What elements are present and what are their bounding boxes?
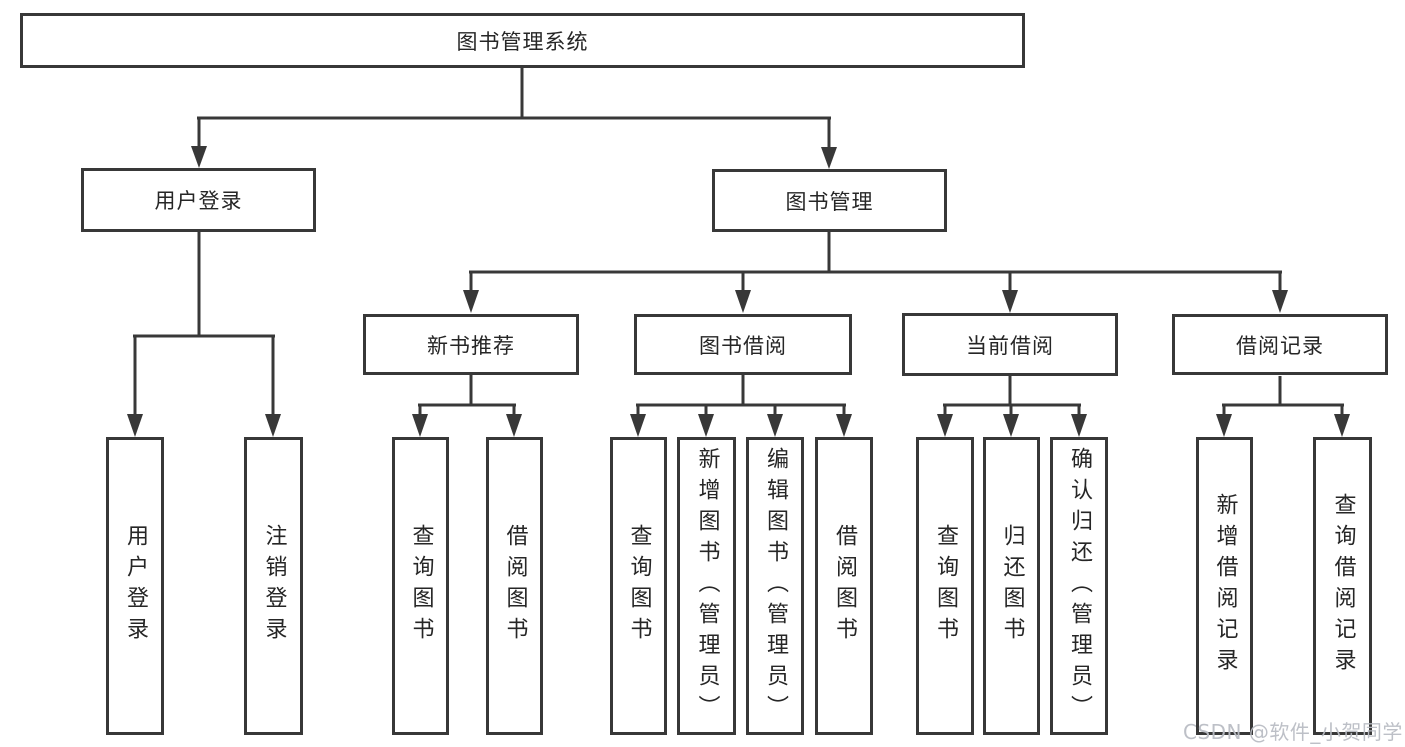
leaf-newbook-query-books-label: 查询图书 xyxy=(408,524,434,648)
leaf-logout-label: 注销登录 xyxy=(261,524,287,648)
node-current-borrow-label: 当前借阅 xyxy=(966,333,1054,358)
node-book-borrow-label: 图书借阅 xyxy=(699,333,787,358)
leaf-edit-books-admin: 编辑图书（管理员） xyxy=(746,437,804,735)
leaf-add-books-admin-label: 新增图书（管理员） xyxy=(694,446,720,726)
leaf-add-books-admin: 新增图书（管理员） xyxy=(677,437,736,735)
leaf-confirm-return-admin: 确认归还（管理员） xyxy=(1050,437,1108,735)
node-new-book-recommend: 新书推荐 xyxy=(363,314,579,375)
edge-book-borrow-children xyxy=(630,375,852,437)
node-new-book-recommend-label: 新书推荐 xyxy=(427,333,515,358)
node-root-library-system: 图书管理系统 xyxy=(20,13,1025,68)
leaf-user-login: 用户登录 xyxy=(106,437,164,735)
leaf-query-borrow-record-label: 查询借阅记录 xyxy=(1330,493,1356,679)
edge-current-borrow-children xyxy=(937,376,1087,437)
edge-book-management-children xyxy=(463,232,1288,313)
node-borrow-records: 借阅记录 xyxy=(1172,314,1388,375)
edge-new-book-children xyxy=(412,375,522,437)
node-book-borrow: 图书借阅 xyxy=(634,314,852,375)
node-borrow-records-label: 借阅记录 xyxy=(1236,333,1324,358)
leaf-edit-books-admin-label: 编辑图书（管理员） xyxy=(763,446,788,726)
node-user-login-label: 用户登录 xyxy=(154,189,243,213)
leaf-newbook-query-books: 查询图书 xyxy=(392,437,449,735)
leaf-confirm-return-admin-label: 确认归还（管理员） xyxy=(1067,446,1092,726)
leaf-add-borrow-record: 新增借阅记录 xyxy=(1196,437,1253,735)
node-book-management-label: 图书管理 xyxy=(785,189,874,214)
leaf-return-books: 归还图书 xyxy=(983,437,1040,735)
node-user-login: 用户登录 xyxy=(81,168,316,232)
leaf-user-login-label: 用户登录 xyxy=(123,524,148,648)
node-root-label: 图书管理系统 xyxy=(456,29,589,54)
leaf-current-query-books-label: 查询图书 xyxy=(933,524,958,648)
edge-borrow-records-children xyxy=(1216,376,1350,437)
leaf-borrow-books: 借阅图书 xyxy=(815,437,873,735)
leaf-add-borrow-record-label: 新增借阅记录 xyxy=(1212,493,1238,679)
leaf-query-borrow-record: 查询借阅记录 xyxy=(1313,437,1372,735)
watermark: CSDN @软件_小贺同学 xyxy=(1183,720,1403,744)
node-current-borrow: 当前借阅 xyxy=(902,313,1118,376)
leaf-logout: 注销登录 xyxy=(244,437,303,735)
edge-user-login-children xyxy=(127,232,281,437)
leaf-borrow-query-books-label: 查询图书 xyxy=(626,524,652,648)
leaf-borrow-query-books: 查询图书 xyxy=(610,437,667,735)
node-book-management: 图书管理 xyxy=(712,169,947,232)
leaf-borrow-books-label: 借阅图书 xyxy=(832,524,857,648)
leaf-current-query-books: 查询图书 xyxy=(916,437,974,735)
leaf-return-books-label: 归还图书 xyxy=(999,524,1025,648)
edge-root-to-level2 xyxy=(191,68,837,169)
leaf-newbook-borrow-books: 借阅图书 xyxy=(486,437,543,735)
leaf-newbook-borrow-books-label: 借阅图书 xyxy=(502,524,528,648)
